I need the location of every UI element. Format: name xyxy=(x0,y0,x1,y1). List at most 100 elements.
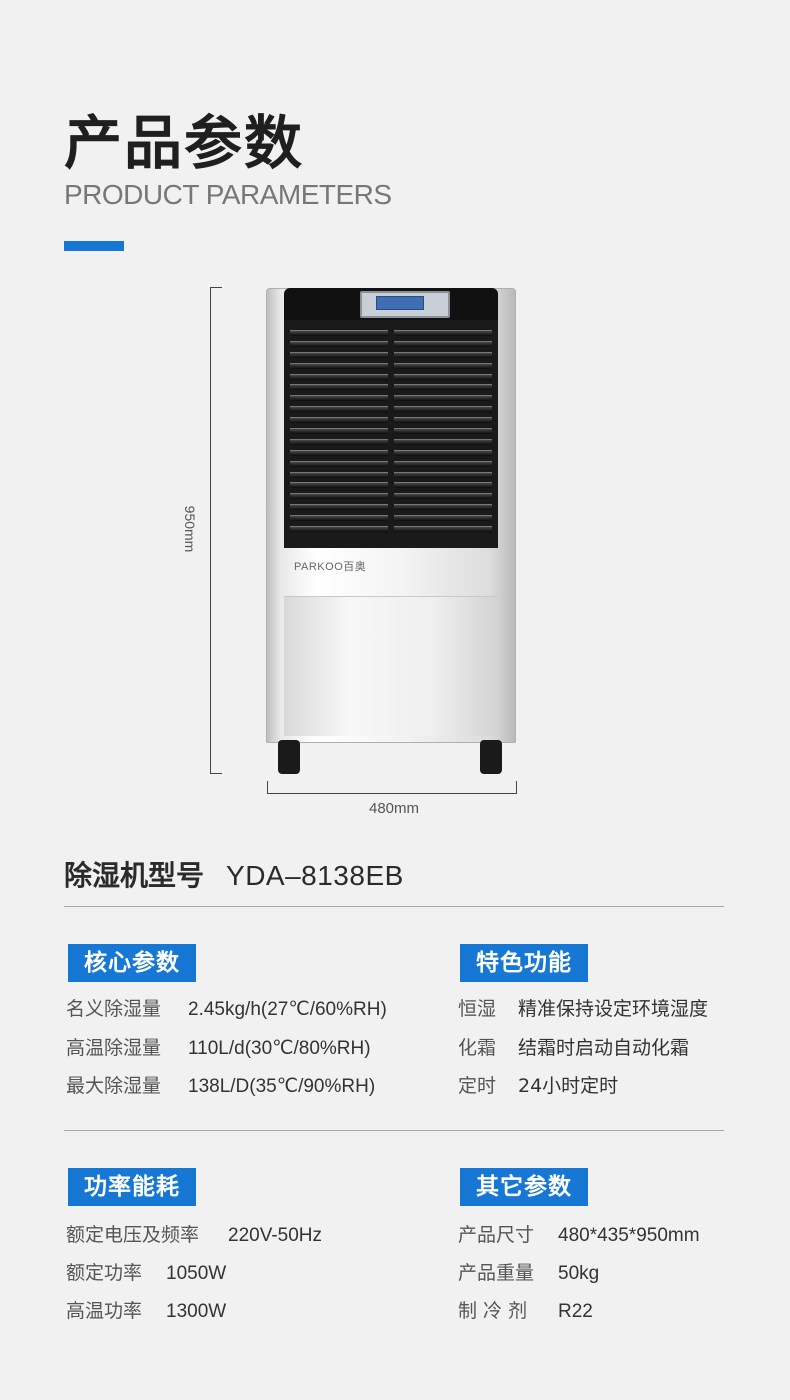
grille-slat xyxy=(394,471,492,478)
grille-slat xyxy=(290,417,388,424)
grille-slat xyxy=(290,406,388,413)
grille-slat xyxy=(290,526,388,533)
page-subtitle: PRODUCT PARAMETERS xyxy=(64,179,392,210)
divider xyxy=(64,906,724,907)
grille-slat xyxy=(290,449,388,456)
grille-slat xyxy=(290,471,388,478)
spec-value: 138L/D(35℃/90%RH) xyxy=(188,1076,376,1097)
width-dimension-tick-left xyxy=(267,781,268,794)
spec-row: 产品重量 50kg xyxy=(458,1260,599,1287)
spec-key: 产品尺寸 xyxy=(458,1224,535,1246)
grille-slat xyxy=(290,460,388,467)
grille-column-left xyxy=(290,330,388,540)
feature-row: 化霜结霜时启动自动化霜 xyxy=(458,1035,689,1061)
grille-slat xyxy=(290,384,388,391)
model-value: YDA–8138EB xyxy=(226,860,404,891)
grille-slat xyxy=(394,384,492,391)
grille-slat xyxy=(394,351,492,358)
grille-slat xyxy=(394,340,492,347)
model-label: 除湿机型号 xyxy=(64,859,205,892)
grille-slat xyxy=(394,362,492,369)
grille-slat xyxy=(290,428,388,435)
grille-slat xyxy=(394,504,492,511)
height-dimension-label: 950mm xyxy=(182,505,198,553)
feature-row: 恒湿精准保持设定环境湿度 xyxy=(458,996,708,1022)
spec-value: 480*435*950mm xyxy=(558,1225,700,1246)
grille-slat xyxy=(394,493,492,500)
lcd-screen xyxy=(376,296,424,310)
model-line: 除湿机型号 YDA–8138EB xyxy=(64,858,404,894)
grille-slat xyxy=(394,438,492,445)
air-grille xyxy=(284,320,498,548)
spec-row: 制 冷 剂 R22 xyxy=(458,1298,593,1325)
grille-slat xyxy=(290,482,388,489)
spec-row: 高温除湿量 110L/d(30℃/80%RH) xyxy=(66,1035,371,1062)
spec-value: 110L/d(30℃/80%RH) xyxy=(188,1038,371,1059)
spec-value: 50kg xyxy=(558,1263,600,1284)
spec-key: 制 冷 剂 xyxy=(458,1300,528,1322)
spec-key: 额定功率 xyxy=(66,1262,143,1284)
spec-row: 额定电压及频率 220V-50Hz xyxy=(66,1222,322,1249)
height-dimension-tick-bottom xyxy=(210,773,222,774)
wheel-right xyxy=(480,740,502,774)
grille-slat xyxy=(290,504,388,511)
grille-slat xyxy=(394,330,492,336)
spec-value: 220V-50Hz xyxy=(228,1225,323,1246)
spec-key: 最大除湿量 xyxy=(66,1075,162,1097)
grille-slat xyxy=(394,373,492,380)
brand-logo: PARKOO百奥 xyxy=(294,561,367,573)
width-dimension-tick-right xyxy=(516,781,517,794)
section-title-features: 特色功能 xyxy=(460,944,588,982)
section-title-core: 核心参数 xyxy=(68,944,196,982)
dehumidifier-front-panel xyxy=(284,596,498,736)
grille-slat xyxy=(290,351,388,358)
spec-row: 名义除湿量 2.45kg/h(27℃/60%RH) xyxy=(66,996,387,1023)
page-title: 产品参数 xyxy=(64,109,305,177)
spec-value: 1300W xyxy=(166,1301,227,1322)
grille-slat xyxy=(290,362,388,369)
grille-slat xyxy=(290,395,388,402)
feature-value: 24小时定时 xyxy=(518,1075,619,1097)
spec-row: 产品尺寸 480*435*950mm xyxy=(458,1222,700,1249)
dehumidifier-top-cap xyxy=(284,288,498,320)
spec-key: 额定电压及频率 xyxy=(66,1224,200,1246)
grille-slat xyxy=(394,482,492,489)
width-dimension-label: 480mm xyxy=(368,800,420,817)
wheel-left xyxy=(278,740,300,774)
feature-key: 化霜 xyxy=(458,1037,497,1059)
width-dimension-line xyxy=(267,793,517,794)
grille-slat xyxy=(290,373,388,380)
grille-slat xyxy=(290,493,388,500)
grille-slat xyxy=(394,395,492,402)
control-panel xyxy=(360,291,450,318)
grille-slat xyxy=(290,340,388,347)
spec-row: 额定功率 1050W xyxy=(66,1260,226,1287)
feature-value: 结霜时启动自动化霜 xyxy=(518,1037,690,1059)
grille-slat xyxy=(290,438,388,445)
spec-value: 2.45kg/h(27℃/60%RH) xyxy=(188,999,387,1020)
feature-row: 定时 24小时定时 xyxy=(458,1073,618,1099)
grille-column-right xyxy=(394,330,492,540)
height-dimension-line xyxy=(210,287,211,773)
grille-slat xyxy=(394,406,492,413)
spec-value: R22 xyxy=(558,1301,593,1322)
spec-key: 高温功率 xyxy=(66,1300,143,1322)
dehumidifier-image: PARKOO百奥 xyxy=(266,288,516,774)
feature-key: 定时 xyxy=(458,1075,497,1097)
spec-key: 产品重量 xyxy=(458,1262,535,1284)
grille-slat xyxy=(394,449,492,456)
spec-key: 高温除湿量 xyxy=(66,1037,162,1059)
grille-slat xyxy=(394,417,492,424)
title-accent-bar xyxy=(64,241,124,251)
spec-key: 名义除湿量 xyxy=(66,998,162,1020)
grille-slat xyxy=(394,515,492,522)
spec-row: 最大除湿量 138L/D(35℃/90%RH) xyxy=(66,1073,375,1100)
spec-row: 高温功率 1300W xyxy=(66,1298,226,1325)
section-title-other: 其它参数 xyxy=(460,1168,588,1206)
feature-value: 精准保持设定环境湿度 xyxy=(518,998,709,1020)
spec-value: 1050W xyxy=(166,1263,227,1284)
grille-slat xyxy=(394,526,492,533)
section-title-power: 功率能耗 xyxy=(68,1168,196,1206)
grille-slat xyxy=(394,428,492,435)
grille-slat xyxy=(290,515,388,522)
